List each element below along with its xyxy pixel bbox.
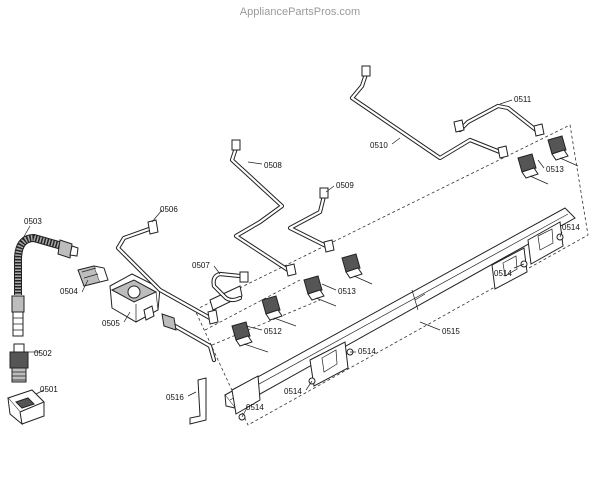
part-label-0504[interactable]: 0504 [60,287,78,296]
part-label-0502[interactable]: 0502 [34,349,52,358]
u-tube-0507[interactable] [211,271,249,303]
part-label-0507[interactable]: 0507 [192,261,210,270]
part-label-0511[interactable]: 0511 [514,95,532,104]
gas-tube-0511[interactable] [453,103,545,137]
valve-body[interactable] [109,273,161,323]
burner-valve-3[interactable] [303,275,337,307]
part-label-0505[interactable]: 0505 [102,319,120,328]
burner-valve-1[interactable] [231,321,269,353]
part-label-0514-d[interactable]: 0514 [284,387,302,396]
part-label-0514-c[interactable]: 0514 [358,347,376,356]
part-label-0501[interactable]: 0501 [40,385,58,394]
part-label-0514-e[interactable]: 0514 [246,403,264,412]
burner-valve-6[interactable] [547,135,579,167]
leader-lines [21,99,563,418]
mounting-clip[interactable] [7,389,45,426]
adapter-fitting[interactable] [77,265,109,287]
gas-tube-0510[interactable] [349,65,509,161]
manifold-rail[interactable] [209,207,576,415]
support-bracket[interactable] [161,313,217,425]
flex-hose[interactable] [11,233,79,337]
watermark: AppliancePartsPros.com [240,6,360,18]
part-label-0508[interactable]: 0508 [264,161,282,170]
part-label-0506[interactable]: 0506 [160,205,178,214]
part-label-0514-b[interactable]: 0514 [494,269,512,278]
regulator-fitting[interactable] [9,343,29,383]
burner-valve-2[interactable] [261,295,297,327]
part-label-0512[interactable]: 0512 [264,327,282,336]
part-label-0509[interactable]: 0509 [336,181,354,190]
part-label-0516[interactable]: 0516 [166,393,184,402]
gas-tube-0509[interactable] [287,187,335,253]
part-label-0515[interactable]: 0515 [442,327,460,336]
part-label-0513-a[interactable]: 0513 [338,287,356,296]
part-label-0513-b[interactable]: 0513 [546,165,564,174]
burner-valve-5[interactable] [517,153,549,185]
part-label-0510[interactable]: 0510 [370,141,388,150]
gas-tube-0508[interactable] [229,139,297,277]
assembly-boundary-inner [204,279,321,346]
assembly-boundary-outline [194,124,589,426]
burner-valve-4[interactable] [341,253,373,285]
gas-tube-0506[interactable] [115,219,219,325]
part-label-0503[interactable]: 0503 [24,217,42,226]
part-label-0514-a[interactable]: 0514 [562,223,580,232]
